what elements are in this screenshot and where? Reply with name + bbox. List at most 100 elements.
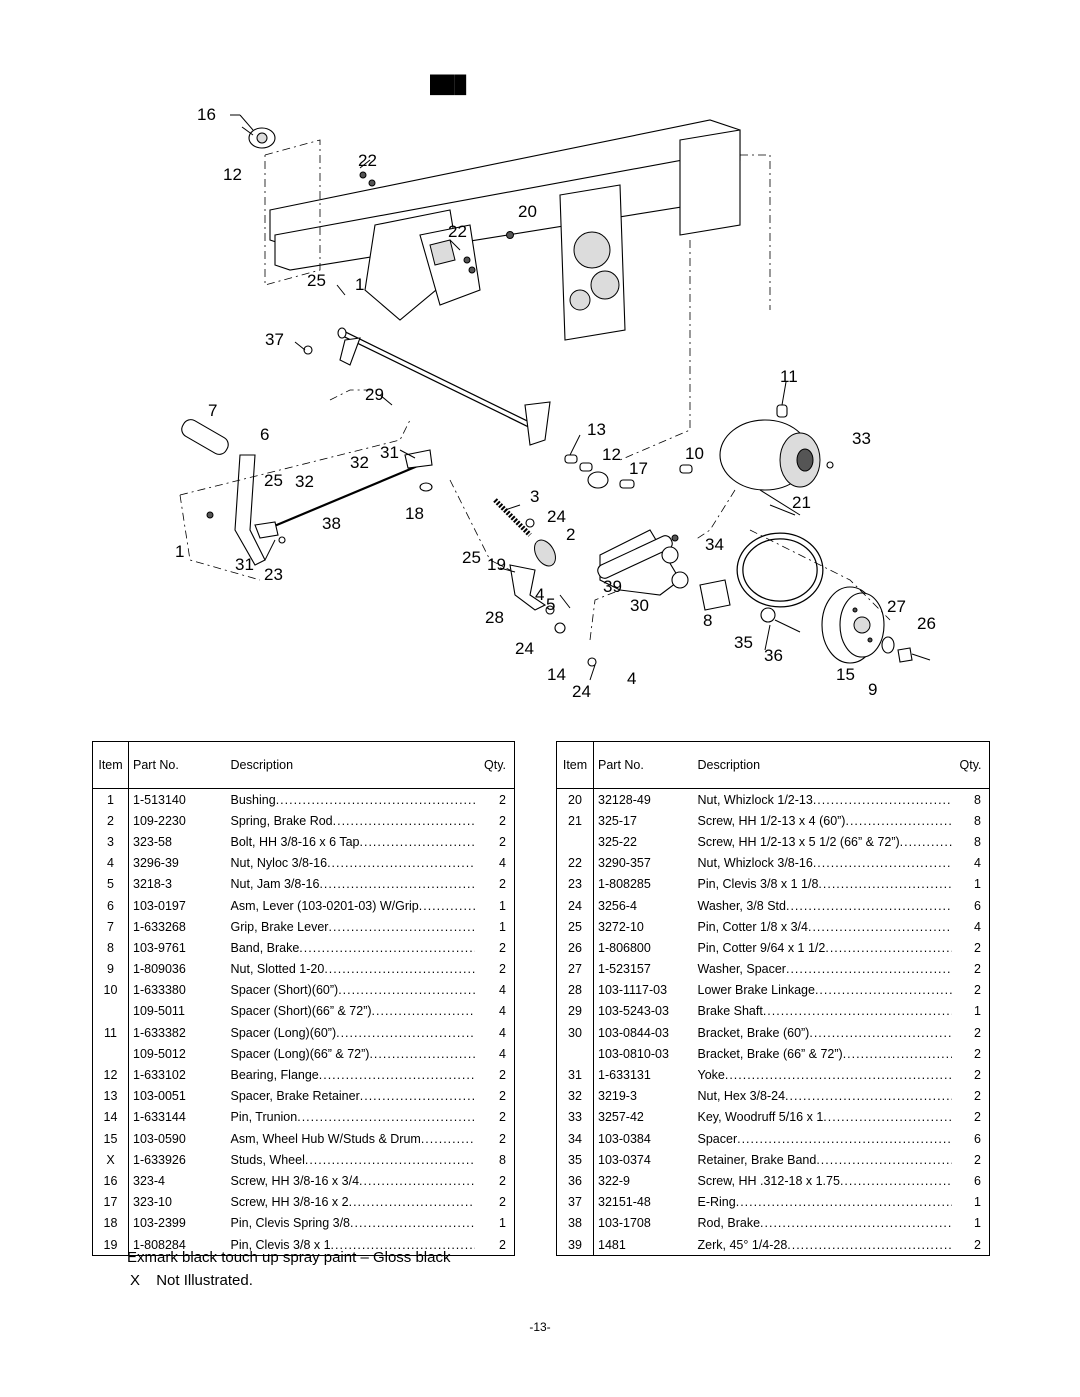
- part-number: 323-10: [133, 1195, 172, 1210]
- part-number: 1-808284: [133, 1237, 186, 1252]
- part-number: 103-2399: [133, 1216, 186, 1231]
- callout-29: 29: [365, 385, 384, 404]
- item-number: 18: [92, 1212, 129, 1234]
- item-number: 34: [556, 1128, 594, 1150]
- callout-27: 27: [887, 597, 906, 616]
- callout-14: 14: [547, 665, 566, 684]
- item-number: 16: [92, 1170, 129, 1192]
- part-number: 103-5243-03: [598, 1004, 669, 1019]
- bearing-flange-assembly: [239, 114, 514, 274]
- part-description: Bracket, Brake (66” & 72”)..............…: [697, 1046, 952, 1061]
- part-description: Yoke....................................…: [697, 1068, 952, 1083]
- part-description: E-Ring..................................…: [697, 1195, 952, 1210]
- brake-shaft: [303, 327, 551, 446]
- header-part-no: Part No.: [128, 741, 227, 789]
- part-quantity: 4: [499, 1046, 506, 1061]
- callout-10: 10: [685, 444, 704, 463]
- part-quantity: 1: [974, 877, 981, 892]
- part-quantity: 2: [974, 1237, 981, 1252]
- header-item: Item: [92, 741, 129, 789]
- part-description: Nut, Slotted 1-20.......................…: [230, 962, 475, 977]
- part-quantity: 1: [974, 1195, 981, 1210]
- callout-26: 26: [917, 614, 936, 633]
- callout-25: 25: [462, 548, 481, 567]
- callout-16: 16: [197, 105, 216, 124]
- item-number: 5: [92, 873, 129, 895]
- part-number: 1-633926: [133, 1152, 186, 1167]
- part-number: 103-0844-03: [598, 1025, 669, 1040]
- spring-linkage: [449, 479, 621, 667]
- part-quantity: 2: [499, 813, 506, 828]
- callout-28: 28: [485, 608, 504, 627]
- item-number: X: [92, 1149, 129, 1171]
- item-number: 29: [556, 1000, 594, 1023]
- part-quantity: 2: [499, 1237, 506, 1252]
- table-row: 36 322-9 Screw, HH .312-18 x 1.75.........…: [556, 1170, 990, 1192]
- callout-32: 32: [295, 472, 314, 491]
- part-number: 103-0197: [133, 898, 186, 913]
- callout-1: 1: [355, 275, 364, 294]
- item-number: 25: [556, 916, 594, 938]
- callout-25: 25: [264, 471, 283, 490]
- part-quantity: 2: [499, 877, 506, 892]
- not-illustrated-text: Not Illustrated.: [156, 1272, 253, 1289]
- part-description: Spacer..................................…: [697, 1131, 952, 1146]
- callout-37: 37: [265, 330, 284, 349]
- item-number: 36: [556, 1170, 594, 1192]
- item-number: 7: [92, 916, 129, 938]
- part-description: Bearing, Flange.........................…: [230, 1068, 475, 1083]
- item-number: [556, 1043, 594, 1065]
- callout-23: 23: [264, 565, 283, 584]
- part-description: Rod, Brake..............................…: [697, 1216, 952, 1231]
- item-number: 26: [556, 937, 594, 959]
- part-quantity: 2: [974, 962, 981, 977]
- part-number: 103-1708: [598, 1216, 651, 1231]
- part-quantity: 4: [974, 919, 981, 934]
- part-description: Screw, HH .312-18 x 1.75................…: [697, 1173, 952, 1188]
- callout-3: 3: [530, 487, 539, 506]
- part-number: 3219-3: [598, 1089, 637, 1104]
- part-number: 1-633268: [133, 919, 186, 934]
- part-description: Washer, 3/8 Std.........................…: [697, 898, 952, 913]
- brake-bracket: [597, 529, 689, 596]
- part-quantity: 4: [974, 856, 981, 871]
- part-description: Pin, Clevis 3/8 x 1.....................…: [230, 1237, 475, 1252]
- part-quantity: 2: [499, 940, 506, 955]
- part-quantity: 1: [499, 919, 506, 934]
- item-number: 22: [556, 852, 594, 874]
- part-number: 3218-3: [133, 877, 172, 892]
- part-quantity: 2: [499, 834, 506, 849]
- table-header-row: Item Part No. Description Qty.: [92, 741, 515, 789]
- wheel-motor: [694, 419, 834, 541]
- callout-11: 11: [780, 367, 798, 386]
- callout-36: 36: [764, 646, 783, 665]
- item-number: [92, 1043, 129, 1065]
- part-number: 103-0374: [598, 1152, 651, 1167]
- part-quantity: 2: [974, 983, 981, 998]
- item-number: [556, 831, 594, 853]
- part-number: 322-9: [598, 1173, 630, 1188]
- header-part-no: Part No.: [593, 741, 694, 789]
- callout-15: 15: [836, 665, 855, 684]
- callout-24: 24: [572, 682, 591, 701]
- part-description: Screw, HH 1/2-13 x 4 (60”)..............…: [697, 813, 952, 828]
- callout-31: 31: [235, 555, 254, 574]
- part-description: Screw, HH 1/2-13 x 5 1/2 (66” & 72”)....…: [697, 834, 952, 849]
- item-number: 38: [556, 1212, 594, 1234]
